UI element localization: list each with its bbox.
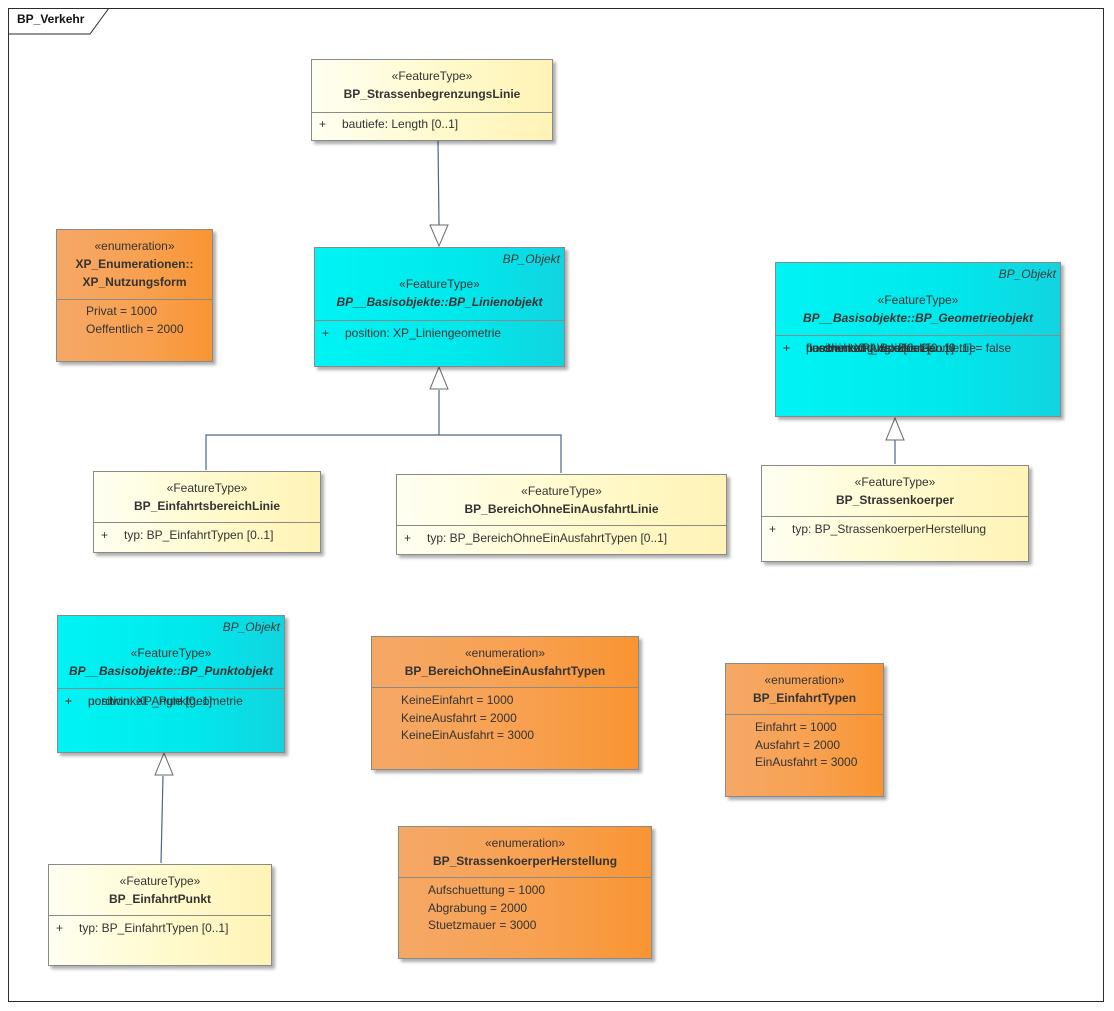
edge-einfahrtsbereich-bereichohne-linienobjekt [205,434,562,473]
stereotype-label: «FeatureType» [391,69,473,83]
stereotype-label: «FeatureType» [119,874,201,888]
enum-literal: Stuetzmauer = 3000 [428,918,537,932]
class-name: BP__Basisobjekte::BP_Geometrieobjekt [802,311,1034,325]
stereotype-label: «FeatureType» [521,484,602,498]
frame-name-tab [8,8,110,35]
diagram-frame [8,8,1104,1002]
enum-bp-bereichohneeinausfahrttypen[interactable]: «enumeration» BP_BereichOhneEinAusfahrtT… [371,636,639,770]
parent-package-label: BP_Objekt [998,267,1056,281]
diagram-title: BP_Verkehr [17,12,85,26]
enum-xp-nutzungsform[interactable]: «enumeration» XP_Enumerationen:: XP_Nutz… [56,229,213,362]
class-name: BP_StrassenkoerperHerstellung [432,854,618,868]
stereotype-label: «enumeration» [464,646,546,660]
stereotype-label: «enumeration» [764,673,845,687]
enum-bp-einfahrttypen[interactable]: «enumeration» BP_EinfahrtTypen Einfahrt … [725,663,884,797]
class-name: BP_EinfahrtPunkt [108,892,211,906]
generalization-arrow [429,224,449,248]
class-name: BP_Strassenkoerper [835,493,955,507]
class-name: XP_Nutzungsform [82,275,187,289]
class-name-qualifier: XP_Enumerationen:: [75,257,194,271]
class-name: BP_BereichOhneEinAusfahrtLinie [464,502,659,516]
stereotype-label: «FeatureType» [166,481,248,495]
class-bp-linienobjekt[interactable]: BP_Objekt «FeatureType» BP__Basisobjekte… [314,247,565,367]
class-bp-bereichohneeinausfahrtlinie[interactable]: «FeatureType» BP_BereichOhneEinAusfahrtL… [396,474,727,555]
class-bp-geometrieobjekt[interactable]: BP_Objekt «FeatureType» BP__Basisobjekte… [775,262,1061,417]
stereotype-label: «enumeration» [94,239,175,253]
generalization-arrow [154,751,174,776]
stereotype-label: «FeatureType» [877,293,959,307]
enum-literal: KeineEinfahrt = 1000 [401,693,514,707]
class-name: BP__Basisobjekte::BP_Punktobjekt [68,664,274,678]
enum-literal: EinAusfahrt = 3000 [755,755,858,769]
class-bp-strassenkoerper[interactable]: «FeatureType» BP_Strassenkoerper + typ: … [761,465,1029,562]
enum-literal: Oeffentlich = 2000 [86,321,184,336]
class-name: BP_EinfahrtTypen [752,691,857,705]
class-bp-einfahrtpunkt[interactable]: «FeatureType» BP_EinfahrtPunkt + typ: BP… [48,864,272,966]
class-strassenbegrenzungslinie[interactable]: «FeatureType» BP_StrassenbegrenzungsLini… [311,59,553,141]
class-name: BP_BereichOhneEinAusfahrtTypen [404,664,606,678]
enum-literal: Abgrabung = 2000 [428,900,528,915]
parent-package-label: BP_Objekt [502,252,560,266]
enum-literal: Ausfahrt = 2000 [755,737,841,752]
edge-strassenbegrenzung-linienobjekt [437,140,440,226]
enum-literal: KeineEinAusfahrt = 3000 [401,728,535,742]
enum-literal: KeineAusfahrt = 2000 [401,710,517,725]
stereotype-label: «FeatureType» [854,475,936,489]
class-name: BP__Basisobjekte::BP_Linienobjekt [336,295,543,309]
enum-literal: Aufschuettung = 1000 [428,883,546,897]
class-name: BP_EinfahrtsbereichLinie [133,499,281,513]
generalization-arrow [885,416,905,441]
edge-einfahrtpunkt-punktobjekt [160,775,164,864]
enum-bp-strassenkoerperherstellung[interactable]: «enumeration» BP_StrassenkoerperHerstell… [398,826,652,959]
generalization-arrow [429,365,449,390]
class-bp-einfahrtsbereichlinie[interactable]: «FeatureType» BP_EinfahrtsbereichLinie +… [93,471,321,553]
stereotype-label: «FeatureType» [399,277,480,291]
enum-literal: Einfahrt = 1000 [755,720,837,734]
class-name: BP_StrassenbegrenzungsLinie [343,87,521,101]
enum-literal: Privat = 1000 [86,304,158,318]
class-bp-punktobjekt[interactable]: BP_Objekt «FeatureType» BP__Basisobjekte… [57,615,285,753]
stereotype-label: «FeatureType» [130,646,212,660]
parent-package-label: BP_Objekt [222,620,280,634]
stereotype-label: «enumeration» [484,836,566,850]
